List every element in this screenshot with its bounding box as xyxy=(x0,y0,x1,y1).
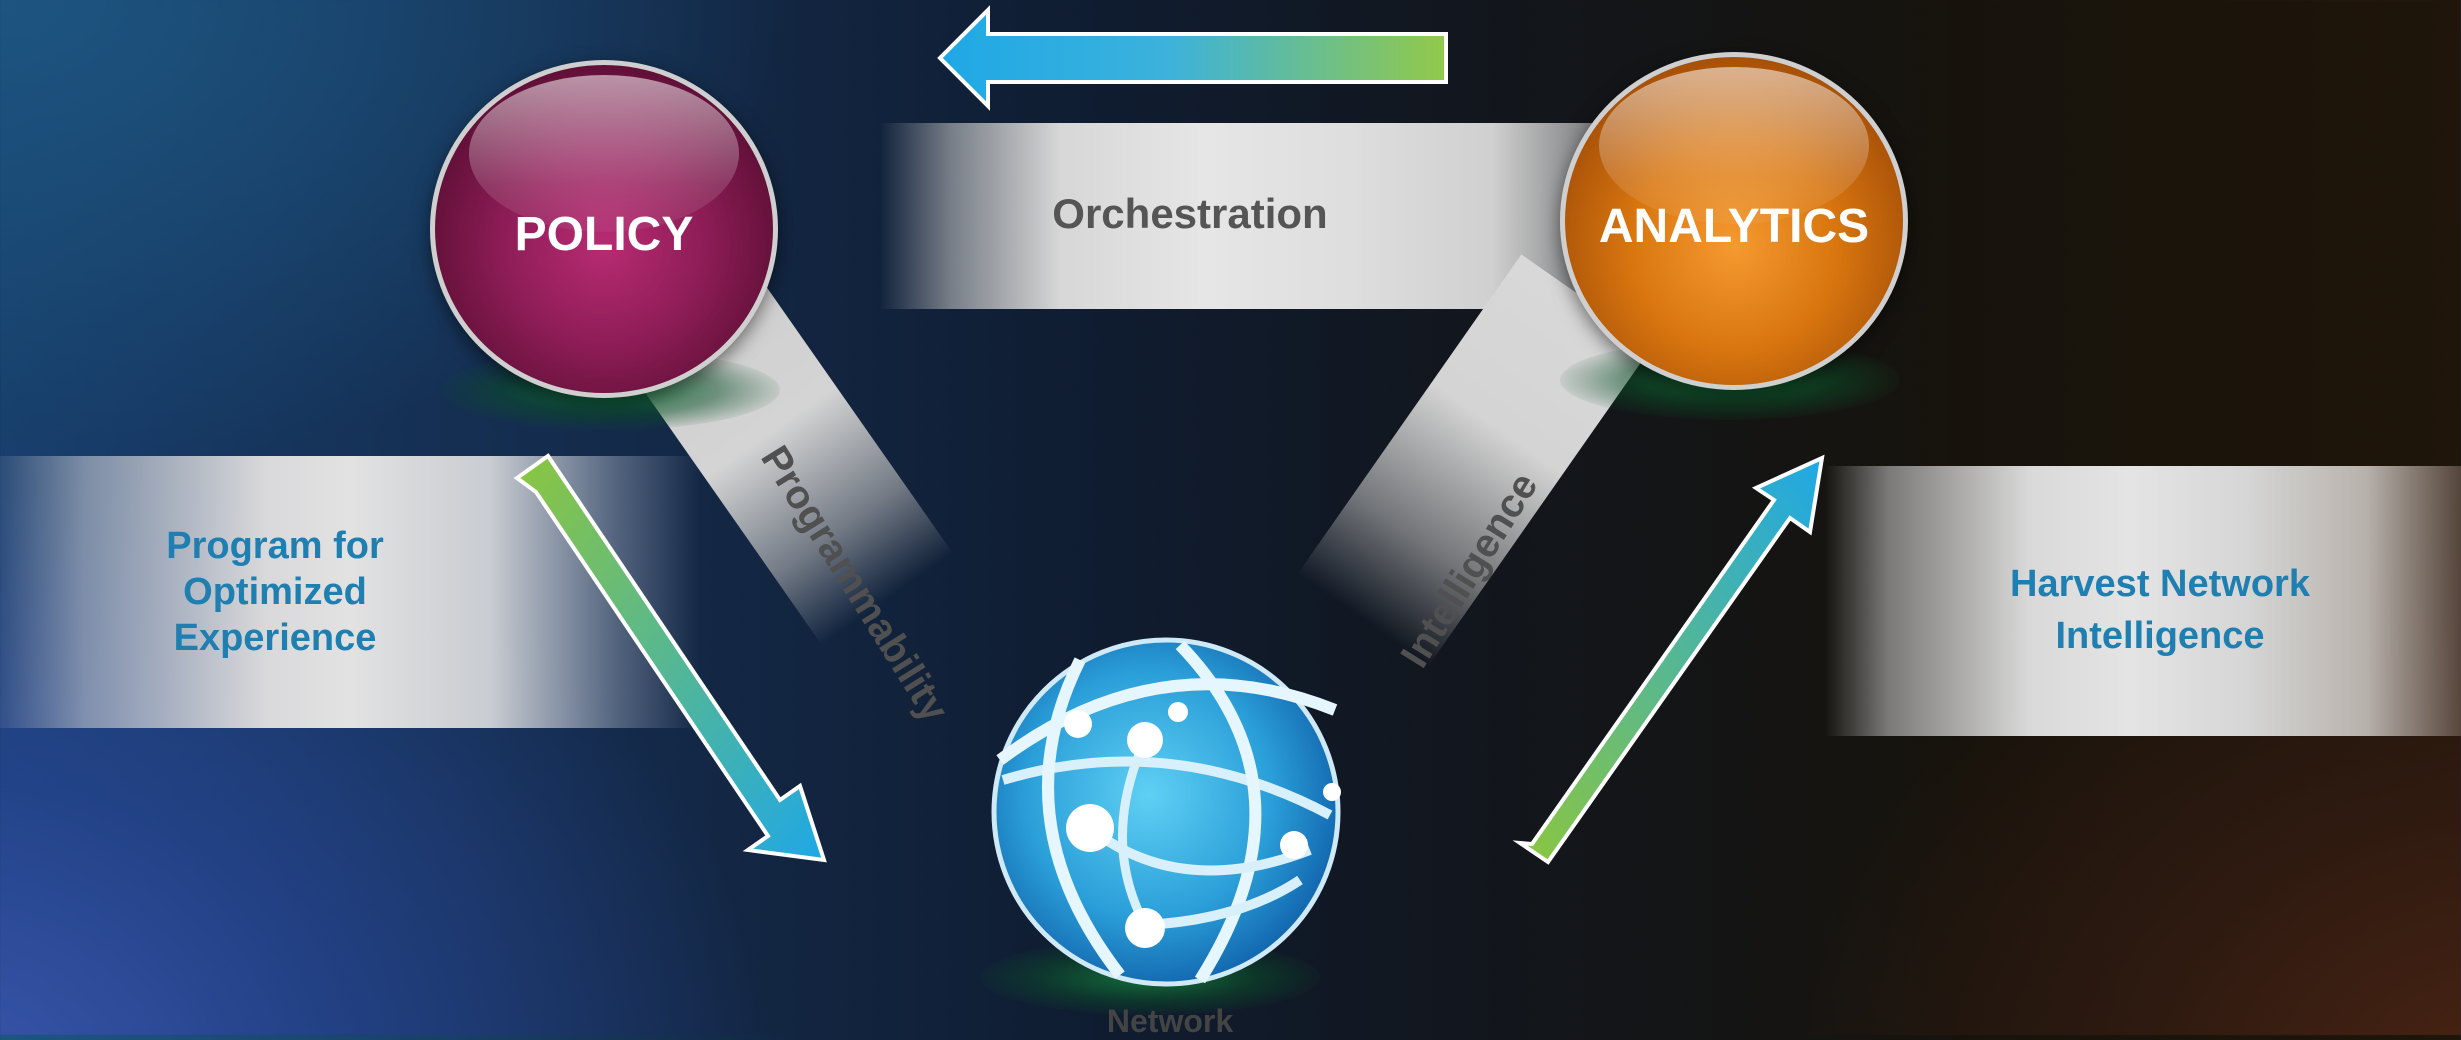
left-arrow-icon xyxy=(513,453,827,863)
left-band-line-2: Optimized xyxy=(183,571,367,613)
policy-label: POLICY xyxy=(514,208,694,261)
analytics-node: ANALYTICS xyxy=(1560,52,1908,390)
right-band-text: Harvest Network Intelligence xyxy=(1950,558,2370,662)
right-arrow-icon xyxy=(1512,454,1825,865)
left-band-text: Program for Optimized Experience xyxy=(80,523,470,661)
orchestration-label: Orchestration xyxy=(1052,190,1328,237)
orchestration-band xyxy=(880,123,1600,309)
right-band-line-1: Harvest Network xyxy=(2010,563,2310,605)
right-side-band xyxy=(1825,466,2461,736)
analytics-gloss xyxy=(1598,66,1870,225)
network-label: Network xyxy=(1106,1003,1234,1039)
top-arrow-icon xyxy=(937,5,1448,111)
left-side-band xyxy=(0,456,700,728)
analytics-label: ANALYTICS xyxy=(1598,200,1870,253)
left-band-line-1: Program for xyxy=(166,525,384,567)
policy-gloss xyxy=(468,74,740,233)
globe-network-icon xyxy=(991,637,1341,987)
right-band-line-2: Intelligence xyxy=(2055,615,2265,657)
policy-node: POLICY xyxy=(430,60,778,398)
left-band-line-3: Experience xyxy=(173,617,377,659)
